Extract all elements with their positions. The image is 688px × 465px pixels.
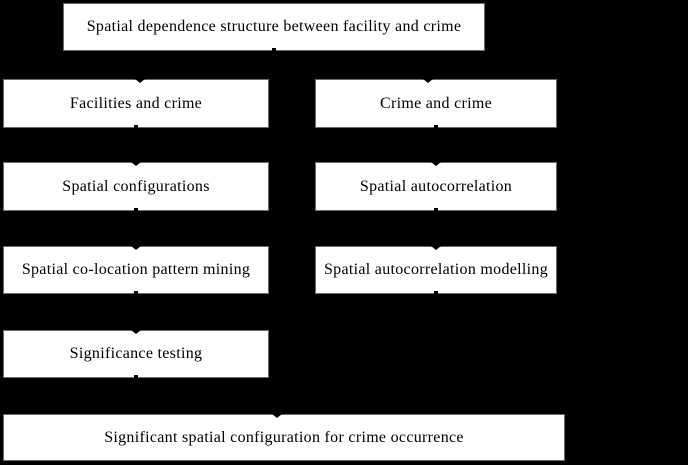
- node-significance-testing: Significance testing: [3, 330, 269, 378]
- node-spatial-dependence-structure: Spatial dependence structure between fac…: [63, 3, 485, 51]
- arrowhead-down-icon: [431, 246, 441, 250]
- arrowhead-down-icon: [423, 79, 433, 83]
- node-spatial-co-location-pattern-mining: Spatial co-location pattern mining: [3, 246, 269, 294]
- connector-stub: [434, 125, 438, 128]
- arrowhead-down-icon: [131, 330, 141, 334]
- node-spatial-autocorrelation-modelling: Spatial autocorrelation modelling: [315, 246, 557, 294]
- node-spatial-configurations: Spatial configurations: [3, 162, 269, 211]
- arrowhead-down-icon: [135, 79, 145, 83]
- arrowhead-down-icon: [431, 162, 441, 166]
- connector-stub: [134, 291, 138, 294]
- arrowhead-down-icon: [131, 246, 141, 250]
- node-crime-and-crime: Crime and crime: [315, 79, 557, 128]
- connector-stub: [134, 375, 138, 378]
- node-spatial-autocorrelation: Spatial autocorrelation: [315, 162, 557, 211]
- connector-stub: [134, 125, 138, 128]
- node-facilities-and-crime: Facilities and crime: [3, 79, 269, 128]
- connector-stub: [434, 291, 438, 294]
- connector-stub: [434, 208, 438, 211]
- arrowhead-down-icon: [131, 162, 141, 166]
- arrowhead-down-icon: [272, 414, 282, 418]
- node-significant-spatial-configuration: Significant spatial configuration for cr…: [3, 414, 565, 461]
- connector-stub: [272, 48, 276, 51]
- connector-stub: [134, 208, 138, 211]
